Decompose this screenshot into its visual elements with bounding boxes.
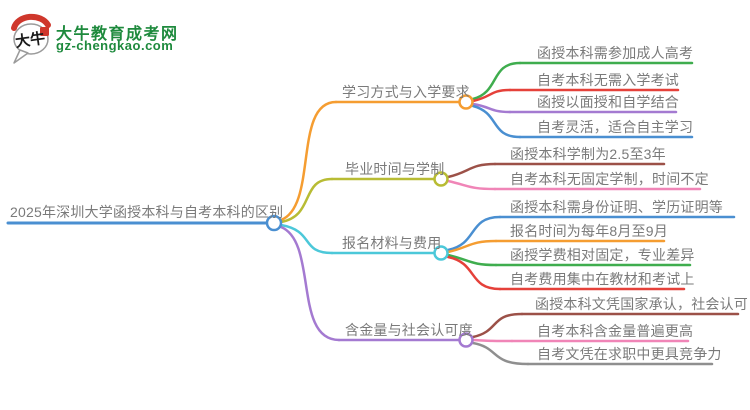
- leaf3-2-curve: [446, 239, 498, 254]
- branch3-curve: [279, 223, 334, 255]
- leaf-topic[interactable]: 自考灵活，适合自主学习: [537, 119, 694, 135]
- leaf-topic[interactable]: 函授本科文凭国家承认，社会认可: [535, 296, 748, 312]
- branch2-curve: [279, 177, 334, 224]
- branch4-collapse-handle[interactable]: [458, 332, 474, 348]
- logo: 大牛 大牛教育成考网 gz-chengkao.com: [10, 10, 210, 70]
- leaf4-2-curve: [471, 338, 514, 343]
- branch-topic-recognition[interactable]: 含金量与社会认可度: [345, 322, 473, 338]
- leaf-topic[interactable]: 函授本科学制为2.5至3年: [510, 146, 666, 162]
- leaf-topic[interactable]: 函授本科需身份证明、学历证明等: [510, 199, 723, 215]
- leaf2-1-curve: [446, 162, 497, 179]
- branch2-collapse-handle[interactable]: [433, 171, 449, 187]
- branch-topic-materials-fees[interactable]: 报名材料与费用: [342, 235, 442, 251]
- root-collapse-handle[interactable]: [265, 214, 283, 232]
- leaf3-1-curve: [446, 215, 502, 252]
- branch1-collapse-handle[interactable]: [458, 94, 474, 110]
- leaf2-2-curve: [446, 179, 497, 191]
- leaf-topic[interactable]: 自考本科含金量普遍更高: [537, 323, 694, 339]
- leaf1-3-curve: [471, 102, 512, 114]
- leaf1-1-curve: [471, 61, 522, 101]
- leaf4-3-curve: [471, 341, 530, 366]
- leaf-topic[interactable]: 函授本科需参加成人高考: [537, 45, 694, 61]
- branch-topic-study-mode[interactable]: 学习方式与入学要求: [342, 84, 470, 100]
- leaf-topic[interactable]: 自考本科无需入学考试: [537, 72, 679, 88]
- leaf-topic[interactable]: 自考费用集中在教材和考试上: [510, 271, 695, 287]
- leaf-topic[interactable]: 自考本科无固定学制，时间不定: [510, 171, 709, 187]
- logo-title: 大牛教育成考网: [56, 26, 179, 43]
- logo-icon-text: 大牛: [14, 29, 46, 51]
- branch-topic-graduation[interactable]: 毕业时间与学制: [345, 161, 445, 177]
- leaf-topic[interactable]: 自考文凭在求职中更具竞争力: [537, 346, 722, 362]
- leaf1-4-curve: [471, 104, 522, 139]
- branch3-collapse-handle[interactable]: [433, 245, 449, 261]
- logo-subtitle: gz-chengkao.com: [56, 38, 174, 53]
- branch1-curve: [279, 100, 338, 222]
- logo-bubble-icon: 大牛: [11, 13, 51, 64]
- leaf4-1-curve: [471, 312, 524, 339]
- root-topic[interactable]: 2025年深圳大学函授本科与自考本科的区别: [10, 204, 284, 220]
- branch4-curve: [279, 225, 341, 342]
- leaf-topic[interactable]: 报名时间为每年8月至9月: [510, 223, 668, 239]
- leaf3-4-curve: [446, 255, 502, 291]
- leaf3-3-curve: [446, 253, 498, 267]
- leaf-topic[interactable]: 函授以面授和自学结合: [537, 94, 679, 110]
- leaf1-2-curve: [471, 88, 512, 103]
- leaf-topic[interactable]: 函授学费相对固定，专业差异: [510, 247, 695, 263]
